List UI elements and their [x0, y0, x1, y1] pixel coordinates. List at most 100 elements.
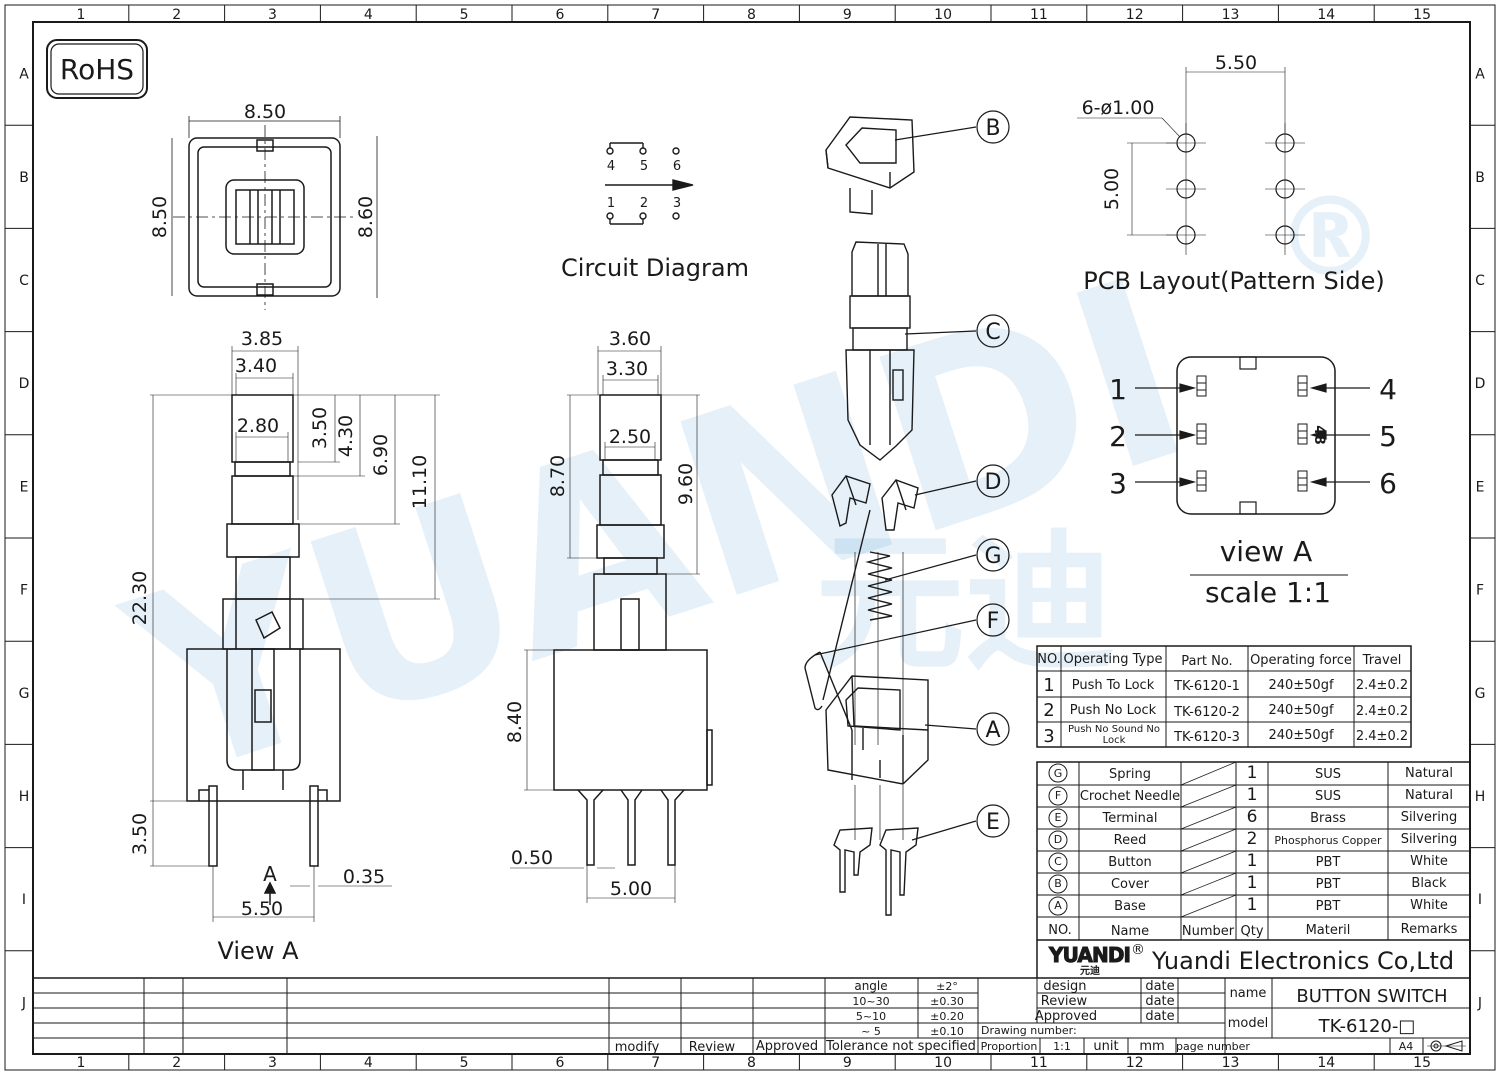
exploded-view — [804, 116, 929, 916]
bom-header-remarks: Remarks — [1401, 922, 1458, 937]
bom-row-5-name: Cover — [1111, 877, 1150, 892]
bom-table — [1036, 761, 1471, 941]
callouts — [814, 110, 1010, 841]
zone-row-left-G: G — [19, 686, 30, 702]
zone-col-top-10: 10 — [934, 7, 952, 23]
spec-header-force: Operating force — [1250, 653, 1352, 668]
bom-row-4-qty: 1 — [1247, 851, 1258, 871]
tb-approved: Approved — [1035, 1009, 1097, 1024]
pcb-pin-2: 2 — [1109, 420, 1127, 453]
zone-col-bottom-13: 13 — [1222, 1055, 1240, 1071]
circuit-diagram — [605, 142, 694, 225]
bom-row-6-name: Base — [1114, 899, 1146, 914]
zone-row-left-F: F — [20, 583, 28, 599]
callout-c: C — [985, 320, 1000, 345]
tb-name-value: BUTTON SWITCH — [1296, 986, 1447, 1007]
tol-value-1: ±0.30 — [930, 995, 964, 1008]
side-view — [510, 346, 713, 903]
pcb-pin-5: 5 — [1379, 420, 1397, 453]
bom-row-6-material: PBT — [1316, 899, 1341, 914]
zone-col-top-6: 6 — [555, 7, 564, 23]
tb-review: Review — [1041, 994, 1088, 1009]
pcb-pin-3: 3 — [1109, 467, 1127, 500]
bom-row-3-remarks: Silvering — [1401, 832, 1458, 847]
zone-row-right-C: C — [1475, 273, 1485, 289]
front-dim-11-10: 11.10 — [409, 455, 431, 509]
tb-model-value: TK-6120-□ — [1318, 1016, 1416, 1037]
rohs-label: RoHS — [60, 53, 134, 86]
zone-col-bottom-6: 6 — [555, 1055, 564, 1071]
tb-design: design — [1043, 979, 1086, 994]
zone-col-bottom-11: 11 — [1030, 1055, 1048, 1071]
tol-range-3: ~ 5 — [861, 1025, 881, 1038]
zone-row-right-J: J — [1477, 995, 1482, 1011]
tb-proportion-value: 1:1 — [1053, 1040, 1071, 1053]
tb-unit: unit — [1093, 1039, 1118, 1054]
front-dim-5-50: 5.50 — [241, 898, 283, 920]
side-dim-9-60: 9.60 — [675, 463, 697, 505]
pcb-pin-6: 6 — [1379, 467, 1397, 500]
bom-row-1-remarks: Natural — [1405, 788, 1453, 803]
side-dim-3-60: 3.60 — [609, 328, 651, 350]
bom-row-3-qty: 2 — [1247, 829, 1258, 849]
zone-row-right-G: G — [1475, 686, 1486, 702]
title-block — [33, 940, 1470, 1054]
circuit-pin-4: 4 — [607, 159, 615, 174]
pcb-pitch-y: 5.00 — [1101, 168, 1123, 210]
bom-row-2-remarks: Silvering — [1401, 810, 1458, 825]
zone-col-top-13: 13 — [1222, 7, 1240, 23]
zone-col-top-11: 11 — [1030, 7, 1048, 23]
spec-header-type: Operating Type — [1064, 652, 1163, 667]
logo-cjk: 元迪 — [1080, 964, 1100, 977]
company-name: Yuandi Electronics Co,Ltd — [1151, 947, 1454, 975]
pcb-layout — [1077, 67, 1370, 576]
zone-row-left-J: J — [21, 995, 26, 1011]
callout-d: D — [985, 470, 1002, 495]
rohs-mark: RoHS — [46, 39, 148, 99]
zone-col-top-3: 3 — [268, 7, 277, 23]
front-dim-0-35: 0.35 — [343, 866, 385, 888]
zone-row-right-E: E — [1476, 479, 1485, 495]
bom-row-5-qty: 1 — [1247, 873, 1258, 893]
company-logo: YUANDI ® 元迪 — [1048, 942, 1146, 977]
tb-sheet-size: A4 — [1399, 1040, 1414, 1053]
zone-col-top-4: 4 — [364, 7, 373, 23]
front-view-label: View A — [218, 937, 300, 965]
front-view — [150, 346, 440, 922]
pcb-view-label: view A — [1220, 535, 1313, 568]
bom-row-4-name: Button — [1108, 855, 1152, 870]
zone-col-bottom-4: 4 — [364, 1055, 373, 1071]
bom-row-2-qty: 6 — [1247, 807, 1258, 827]
zone-row-right-F: F — [1476, 583, 1484, 599]
bom-row-6-no: A — [1054, 899, 1062, 912]
spec-header-part: Part No. — [1181, 654, 1232, 669]
tb-name-label: name — [1230, 986, 1267, 1001]
tol-range-0: angle — [854, 979, 887, 993]
bom-row-0-qty: 1 — [1247, 763, 1258, 783]
tol-range-2: 5~10 — [856, 1010, 886, 1023]
circuit-pin-1: 1 — [607, 196, 615, 211]
bom-row-4-material: PBT — [1316, 855, 1341, 870]
zone-row-left-D: D — [19, 376, 30, 392]
front-dim-22-30: 22.30 — [129, 571, 151, 625]
zone-row-left-C: C — [19, 273, 29, 289]
zone-col-bottom-8: 8 — [747, 1055, 756, 1071]
bom-row-1-no: F — [1055, 789, 1061, 802]
spec-row-1-no: 1 — [1043, 675, 1054, 696]
watermark-cjk: 元迪 — [815, 517, 1115, 691]
side-dim-8-70: 8.70 — [547, 455, 569, 497]
spec-row-1-type: Push To Lock — [1072, 678, 1155, 693]
zone-col-top-7: 7 — [651, 7, 660, 23]
bom-row-4-remarks: White — [1410, 854, 1448, 869]
bom-row-2-name: Terminal — [1102, 811, 1158, 826]
zone-col-bottom-5: 5 — [460, 1055, 469, 1071]
spec-row-2-no: 2 — [1043, 700, 1054, 721]
callout-g: G — [984, 544, 1001, 569]
tol-value-2: ±0.20 — [930, 1010, 964, 1023]
zone-col-bottom-2: 2 — [172, 1055, 181, 1071]
zone-col-bottom-12: 12 — [1126, 1055, 1144, 1071]
